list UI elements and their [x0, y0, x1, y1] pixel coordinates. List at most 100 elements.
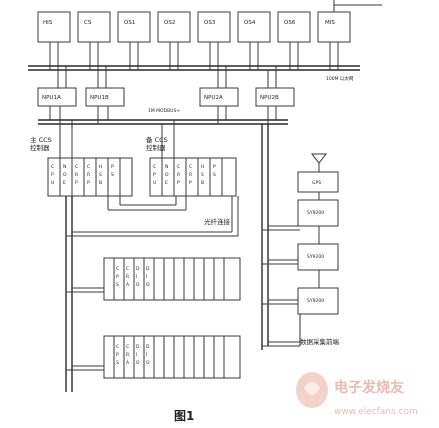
gps-label: GPS	[312, 180, 321, 186]
svg-text:P: P	[75, 180, 78, 186]
npu-1a: NPU1A	[37, 87, 77, 107]
ccs-main-rack: CPU NOE CRP CRP HSB PS	[47, 157, 133, 197]
svg-text:R: R	[75, 172, 78, 178]
svg-text:C: C	[126, 266, 129, 272]
svg-text:O: O	[146, 360, 150, 366]
svg-text:O: O	[146, 282, 150, 288]
npu-label: NPU1A	[42, 95, 61, 101]
svg-text:R: R	[189, 172, 192, 178]
svg-text:R: R	[87, 172, 90, 178]
svg-text:R: R	[126, 274, 129, 280]
svg-text:P: P	[51, 172, 54, 178]
svg-text:D: D	[146, 266, 150, 272]
svg-text:O: O	[136, 282, 140, 288]
svg-text:C: C	[189, 164, 192, 170]
modbus-bus	[38, 119, 288, 125]
svg-text:D: D	[136, 266, 140, 272]
figure-caption: 图1	[174, 409, 194, 423]
workstation-label: OS2	[164, 20, 175, 26]
svg-text:P: P	[177, 180, 180, 186]
svg-text:P: P	[116, 352, 119, 358]
svg-text:A: A	[126, 360, 130, 366]
fiber-link	[107, 196, 187, 211]
workstation-mis: MIS	[317, 11, 351, 43]
svg-text:N: N	[165, 164, 168, 170]
svg-text:C: C	[75, 164, 78, 170]
svg-text:I: I	[136, 274, 137, 280]
svg-text:P: P	[153, 172, 156, 178]
svg-text:O: O	[165, 172, 169, 178]
workstation-os6: OS6	[277, 11, 311, 43]
workstation-os2: OS2	[157, 11, 191, 43]
svg-text:S: S	[111, 172, 114, 178]
network-label: 100M 以太网	[326, 75, 354, 82]
rtu-1: SY9200	[297, 199, 339, 227]
front-end-label: 数据采集前端	[300, 337, 340, 346]
npu-2b: NPU2B	[255, 87, 295, 107]
workstation-label: MIS	[325, 20, 335, 26]
watermark-url: www.elecfans.com	[334, 407, 418, 417]
workstation-label: CS	[84, 20, 92, 26]
fiber-label: 光纤连接	[204, 217, 231, 226]
antenna-icon	[310, 153, 328, 172]
npu-row: NPU1A NPU1B NPU2A NPU2B	[37, 87, 295, 107]
svg-text:B: B	[99, 180, 102, 186]
svg-text:I: I	[146, 274, 147, 280]
svg-text:R: R	[177, 172, 180, 178]
svg-text:C: C	[126, 344, 129, 350]
workstation-label: HIS	[43, 20, 53, 26]
modbus-label: 1M MODBUS+	[148, 108, 180, 114]
workstation-os4: OS4	[237, 11, 271, 43]
workstation-label: OS6	[284, 20, 296, 26]
io-rack-2: CPS CRA DIO DIO	[103, 335, 241, 379]
svg-text:P: P	[213, 164, 216, 170]
svg-text:C: C	[87, 164, 90, 170]
svg-text:R: R	[126, 352, 129, 358]
rtu-label: SY9200	[307, 254, 324, 260]
svg-text:O: O	[63, 172, 67, 178]
rtu-2: SY9200	[297, 243, 339, 271]
svg-text:I: I	[146, 352, 147, 358]
rtu-label: SY9200	[307, 210, 324, 216]
workstation-label: OS1	[124, 20, 135, 26]
workstation-os1: OS1	[117, 11, 151, 43]
npu-label: NPU2B	[260, 95, 279, 101]
workstation-his: HIS	[37, 11, 71, 43]
svg-text:S: S	[99, 172, 102, 178]
svg-text:S: S	[116, 360, 119, 366]
svg-text:I: I	[136, 352, 137, 358]
npu-label: NPU1B	[90, 95, 109, 101]
ccs-backup-rack: CPU NOE CRP CRP HSB PS	[149, 157, 237, 197]
rtu-label: SY9200	[307, 298, 324, 304]
svg-text:C: C	[116, 344, 119, 350]
gps-unit: GPS	[297, 171, 339, 193]
npu-1b: NPU1B	[85, 87, 125, 107]
workstation-os3: OS3	[197, 11, 231, 43]
front-end-bus	[261, 124, 301, 350]
svg-text:U: U	[153, 180, 156, 186]
svg-text:N: N	[63, 164, 66, 170]
svg-text:E: E	[63, 180, 66, 186]
rtu-3: SY9200	[297, 287, 339, 315]
io-rack-1: CPS CRA DIO DIO	[103, 257, 241, 301]
svg-text:H: H	[99, 164, 102, 170]
svg-text:S: S	[213, 172, 216, 178]
svg-text:D: D	[146, 344, 150, 350]
svg-text:B: B	[201, 180, 204, 186]
npu-uplinks	[57, 66, 277, 88]
svg-text:C: C	[116, 266, 119, 272]
svg-text:A: A	[126, 282, 130, 288]
npu-2a: NPU2A	[199, 87, 239, 107]
svg-text:S: S	[201, 172, 204, 178]
svg-text:D: D	[136, 344, 140, 350]
svg-text:P: P	[116, 274, 119, 280]
watermark: 电子发烧友 www.elecfans.com	[296, 372, 418, 417]
svg-text:H: H	[201, 164, 204, 170]
svg-text:U: U	[51, 180, 54, 186]
npu-downlinks	[49, 106, 277, 124]
remote-io-bus	[65, 196, 239, 392]
workstation-label: OS3	[204, 20, 216, 26]
workstation-row: HIS CS OS1 OS2 OS3 OS4 OS6 MIS	[37, 11, 351, 43]
